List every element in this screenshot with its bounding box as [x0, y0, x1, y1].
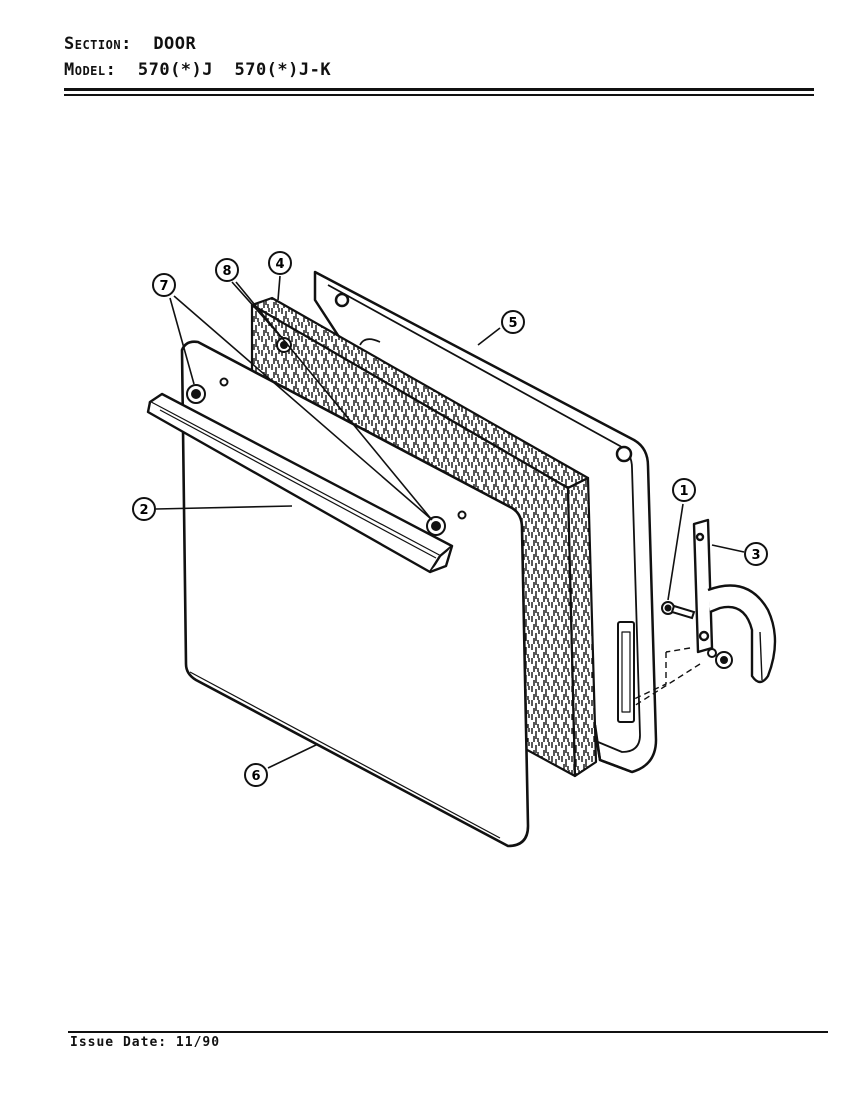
callout-2: 2: [132, 497, 156, 521]
callout-leaders: [155, 275, 745, 769]
callout-7-number: 7: [159, 279, 168, 294]
issue-date-label: Issue Date:: [70, 1035, 168, 1050]
callout-7: 7: [152, 273, 176, 297]
door-handle: [146, 392, 454, 574]
issue-date: Issue Date: 11/90: [70, 1035, 220, 1050]
header-rule-bottom: [64, 94, 814, 96]
header-rule-top: [64, 88, 814, 91]
model-value: 570(*)J 570(*)J-K: [137, 60, 332, 80]
model-heading: Model: 570(*)J 570(*)J-K: [64, 60, 331, 80]
callout-6: 6: [244, 763, 268, 787]
callout-2-number: 2: [139, 503, 148, 518]
callout-1: 1: [672, 478, 696, 502]
callout-3: 3: [744, 542, 768, 566]
callout-5: 5: [501, 310, 525, 334]
handle-screws: [186, 337, 467, 536]
section-heading: Section: DOOR: [64, 34, 196, 54]
callout-1-number: 1: [679, 484, 688, 499]
callout-8: 8: [215, 258, 239, 282]
callout-6-number: 6: [251, 769, 260, 784]
callout-4: 4: [268, 251, 292, 275]
assembly-guide-lines: [631, 647, 701, 707]
issue-date-value: 11/90: [175, 1035, 221, 1050]
callout-8-number: 8: [222, 264, 231, 279]
section-value: DOOR: [153, 34, 197, 54]
hinge-screw: [661, 601, 733, 669]
door-hinge: [692, 518, 777, 684]
callout-5-number: 5: [508, 316, 517, 331]
model-label: Model:: [64, 60, 117, 80]
callout-4-number: 4: [275, 257, 284, 272]
callout-3-number: 3: [751, 548, 760, 563]
section-label: Section:: [64, 34, 132, 54]
footer-rule: [68, 1031, 828, 1033]
